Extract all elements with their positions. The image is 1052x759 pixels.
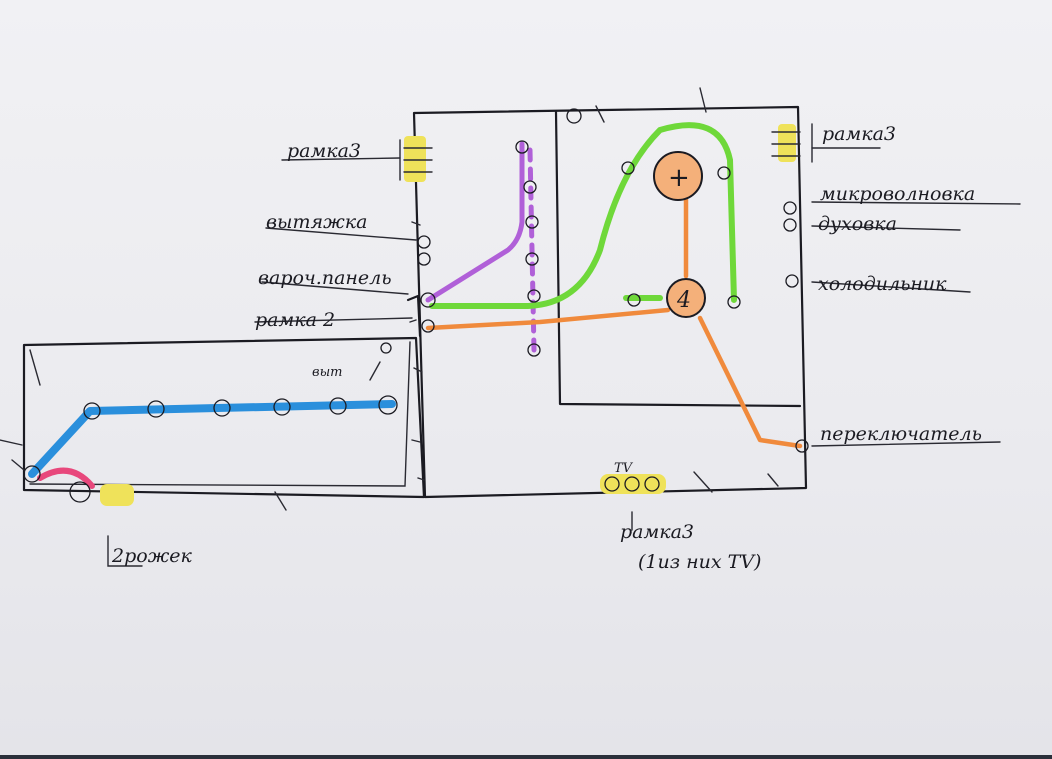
- socket-icon: [213, 399, 231, 417]
- socket-icon: [783, 218, 797, 232]
- socket-icon: [273, 398, 291, 416]
- room-outline: [0, 87, 808, 511]
- label-tv: TV: [614, 461, 634, 476]
- blue-wire: [28, 400, 396, 478]
- socket-icon: [727, 295, 741, 309]
- svg-text:4: 4: [676, 288, 691, 313]
- orange-wire: [425, 307, 671, 331]
- label-pereklyuchatel: переключатель: [820, 423, 982, 445]
- label-ramka3-left: рамка3: [287, 140, 361, 162]
- labels: рамка3 вытяжка вароч.панель рамка 2 выт …: [111, 123, 982, 573]
- frame-3-right-icon: [778, 124, 796, 162]
- socket-icon: [417, 235, 431, 249]
- junction-four-icon: [666, 278, 706, 318]
- label-dvojnik: 2рожек: [111, 545, 193, 567]
- socket-icon: [378, 395, 398, 415]
- label-ramka3-bottom-note: (1из них TV): [638, 551, 761, 573]
- wires: [28, 122, 803, 489]
- green-wire: [429, 122, 737, 309]
- purple-wire: [425, 141, 525, 303]
- socket-icon: [69, 481, 91, 503]
- label-holodilnik: холодильник: [818, 273, 947, 295]
- label-ramka2: рамка 2: [255, 309, 335, 331]
- label-vyt-small: выт: [312, 365, 342, 380]
- socket-icon: [525, 215, 539, 229]
- socket-icon: [420, 292, 436, 308]
- label-ramka3-bottom: рамка3: [620, 521, 694, 543]
- label-vytyazhka: вытяжка: [266, 211, 367, 233]
- socket-icon: [417, 252, 431, 266]
- socket-icon: [23, 465, 41, 483]
- socket-icon: [566, 108, 582, 124]
- socket-icon: [421, 319, 435, 333]
- socket-icon: [83, 402, 101, 420]
- purple-wire-dashed: [527, 147, 537, 353]
- wall-ticks: [0, 87, 779, 511]
- left-room-outline: [22, 336, 426, 499]
- socket-icon: [527, 343, 541, 357]
- green-sockets: [621, 161, 741, 309]
- label-varochnaya-panel: вароч.панель: [258, 267, 392, 289]
- label-mikrovolnovka: микроволновка: [820, 183, 975, 205]
- socket-icon: [523, 180, 537, 194]
- orange-wire-to-switch: [697, 315, 803, 449]
- double-socket-icon: [100, 484, 134, 506]
- leader-lines: [254, 147, 1021, 447]
- socket-icon: [783, 201, 797, 215]
- socket-icon: [329, 397, 347, 415]
- yellow-sockets: [23, 108, 813, 567]
- cabinet-zone-outline: [554, 110, 802, 408]
- socket-icon: [627, 293, 641, 307]
- purple-sockets: [380, 140, 541, 357]
- label-duhovka: духовка: [818, 213, 897, 235]
- socket-icon: [380, 342, 392, 354]
- socket-icon: [515, 140, 529, 154]
- socket-icon: [717, 166, 731, 180]
- socket-icon: [525, 252, 539, 266]
- ledge-line: [406, 294, 422, 338]
- junction-boxes: + 4: [653, 151, 706, 318]
- svg-text:+: +: [668, 163, 690, 193]
- socket-icon: [785, 274, 799, 288]
- label-ramka3-right: рамка3: [822, 123, 896, 145]
- socket-icon: [621, 161, 635, 175]
- kitchen-wall-outline: [412, 105, 808, 499]
- pink-wire: [37, 467, 95, 489]
- left-room-inner-line: [29, 341, 411, 487]
- junction-plus-icon: [653, 151, 703, 201]
- blue-sockets: [83, 395, 398, 420]
- orange-sockets: [421, 319, 809, 453]
- socket-icon: [795, 439, 809, 453]
- frame-3-left-icon: [404, 136, 426, 182]
- socket-icon: [527, 289, 541, 303]
- socket-icon: [147, 400, 165, 418]
